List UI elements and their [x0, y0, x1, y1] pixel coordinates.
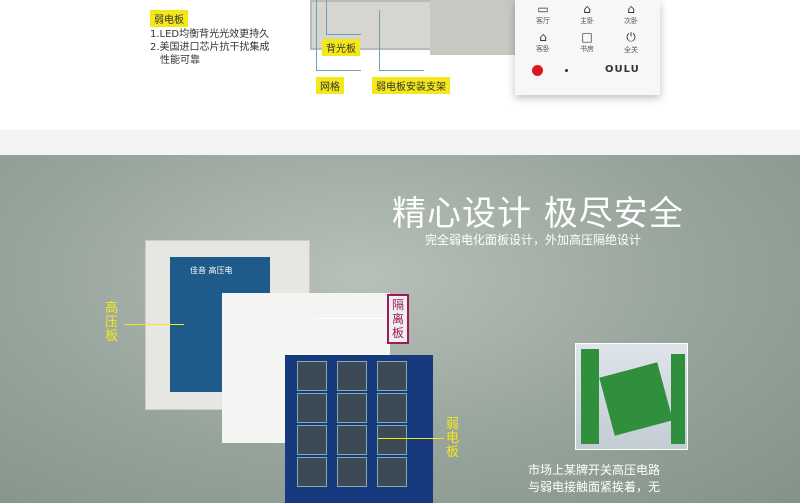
key-pad: [377, 361, 407, 391]
callout-line: [326, 0, 327, 34]
weak-label: 弱电板: [446, 417, 460, 460]
button-label: 书房: [580, 45, 594, 53]
bracket-label: 弱电板安装支架: [372, 77, 450, 94]
weak-board-label: 弱电板: [150, 10, 188, 27]
key-pad: [337, 457, 367, 487]
key-pad: [337, 425, 367, 455]
brand-logo: OULU: [605, 64, 640, 75]
button-label: 客卧: [536, 45, 550, 53]
callout-line: [316, 0, 317, 70]
key-pad: [297, 393, 327, 423]
sofa-icon: ▭: [537, 2, 549, 16]
switch-panel: ▭客厅 ⌂主卧 ⌂次卧 ⌂客卧 □书房 ⏻全关 OULU: [515, 0, 660, 95]
green-board: [581, 349, 599, 444]
feature-1: 1.LED均衡背光光效更持久: [150, 29, 270, 40]
high-voltage-label: 高压板: [105, 301, 119, 344]
key-pad: [377, 393, 407, 423]
competitor-board-photo: [575, 343, 688, 450]
feature-list: 1.LED均衡背光光效更持久 2.美国进口芯片抗干扰集成 性能可靠: [150, 28, 270, 67]
bed-icon: ⌂: [583, 2, 591, 16]
sensor-dot: [565, 69, 568, 72]
isolation-label: 隔离板: [387, 294, 409, 344]
section-title: 精心设计 极尽安全: [392, 194, 684, 234]
button-label: 主卧: [580, 17, 594, 25]
callout-line: [379, 10, 380, 70]
top-section: 弱电板 1.LED均衡背光光效更持久 2.美国进口芯片抗干扰集成 性能可靠 背光…: [0, 0, 800, 130]
note-line: 市场上某牌开关高压电路: [528, 463, 661, 477]
panel-button-study: □书房: [567, 30, 607, 54]
competitor-note: 市场上某牌开关高压电路 与弱电接触面紧挨着，无: [528, 462, 660, 496]
callout-line: [379, 70, 424, 71]
key-pad: [297, 425, 327, 455]
button-label: 次卧: [624, 17, 638, 25]
panel-button-second: ⌂次卧: [611, 2, 651, 26]
key-pad: [377, 457, 407, 487]
callout-line: [315, 318, 387, 319]
green-board: [599, 362, 673, 436]
green-board: [671, 354, 685, 444]
board-print: 佳音 高压电: [190, 266, 233, 275]
callout-line: [124, 324, 184, 325]
book-icon: □: [581, 30, 593, 44]
panel-button-guest: ⌂客卧: [523, 30, 563, 54]
feature-3: 性能可靠: [160, 55, 200, 66]
section-divider: [0, 130, 800, 155]
bed-icon: ⌂: [627, 2, 635, 16]
callout-line: [326, 34, 361, 35]
bed-icon: ⌂: [539, 30, 547, 44]
power-icon: ⏻: [626, 30, 636, 44]
callout-line: [316, 70, 361, 71]
weak-board-image: [285, 355, 433, 503]
backlight-label: 背光板: [322, 39, 360, 56]
key-pad: [337, 393, 367, 423]
button-label: 客厅: [536, 17, 550, 25]
key-pad: [337, 361, 367, 391]
panel-button-all-off: ⏻ 全关: [611, 30, 651, 55]
key-pad: [377, 425, 407, 455]
feature-2: 2.美国进口芯片抗干扰集成: [150, 42, 270, 53]
touch-film-image: [430, 0, 520, 55]
callout-line: [378, 438, 444, 439]
key-pad: [297, 457, 327, 487]
panel-button-living: ▭客厅: [523, 2, 563, 26]
section-subtitle: 完全弱电化面板设计，外加高压隔绝设计: [425, 233, 642, 247]
key-pad: [297, 361, 327, 391]
panel-button-master: ⌂主卧: [567, 2, 607, 26]
grid-label: 网格: [316, 77, 344, 94]
red-indicator-icon: [532, 65, 543, 76]
button-label: 全关: [624, 46, 638, 54]
note-line: 与弱电接触面紧挨着，无: [528, 480, 661, 494]
